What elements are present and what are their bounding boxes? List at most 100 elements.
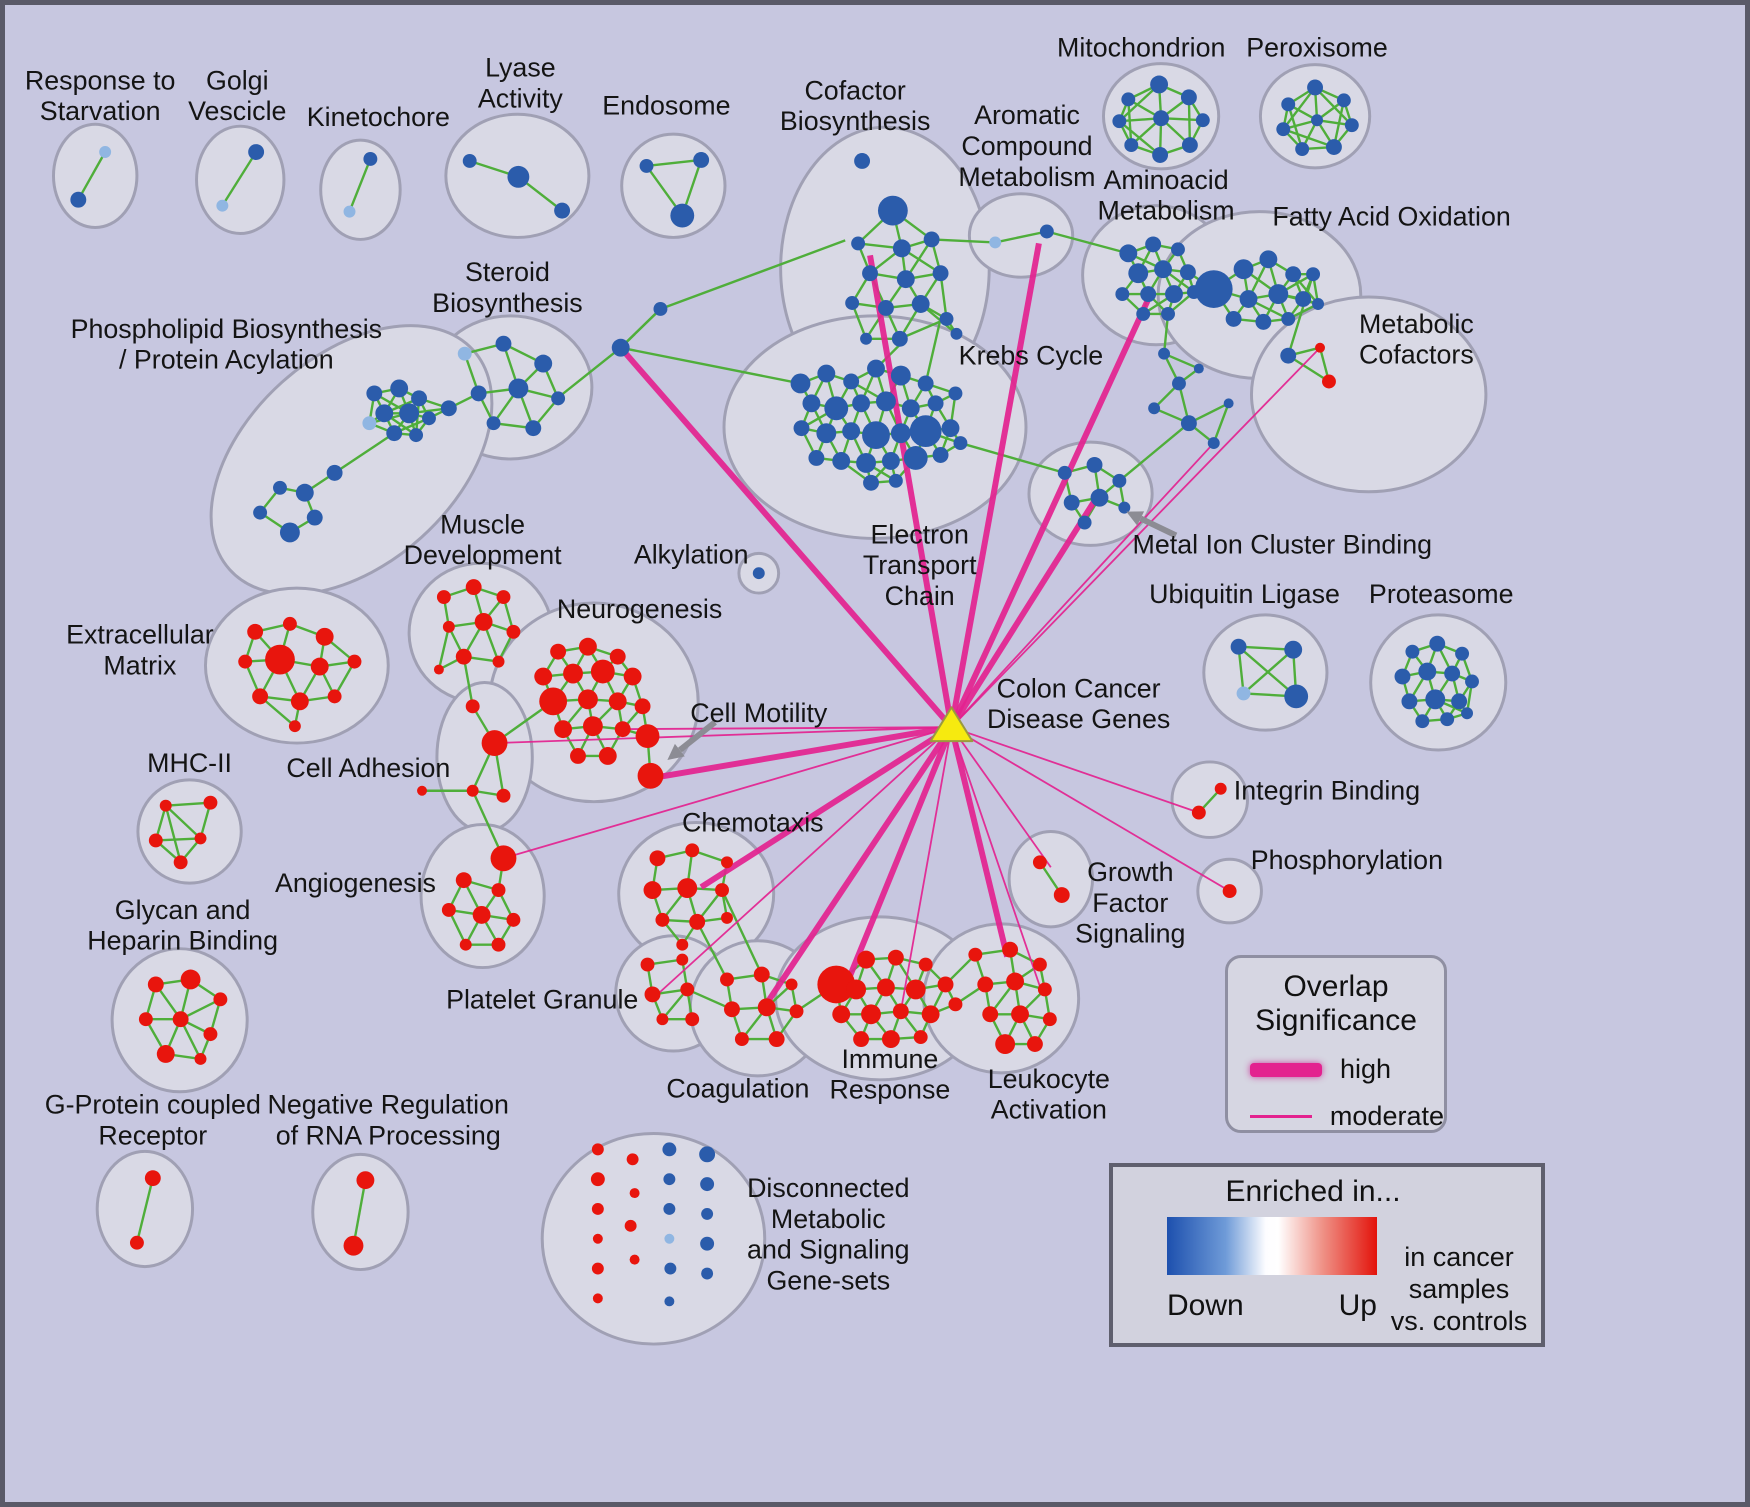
gene-set-node-krebs-etc[interactable] bbox=[953, 436, 968, 451]
gene-set-node-cofactor-biosynthesis[interactable] bbox=[932, 265, 949, 282]
gene-set-node-cell-adhesion[interactable] bbox=[466, 784, 479, 797]
gene-set-node-negative-regulation-rna[interactable] bbox=[356, 1171, 375, 1190]
gene-set-node-neurogenesis[interactable] bbox=[623, 667, 642, 686]
gene-set-node-krebs-etc[interactable] bbox=[817, 364, 836, 383]
gene-set-node-krebs-etc[interactable] bbox=[863, 474, 879, 491]
gene-set-node-mitochondrion[interactable] bbox=[1181, 137, 1198, 154]
gene-set-node-cell-adhesion[interactable] bbox=[481, 730, 508, 756]
gene-set-node-coagulation[interactable] bbox=[724, 1001, 740, 1018]
gene-set-node-aminoacid-metabolism[interactable] bbox=[1165, 285, 1183, 304]
gene-set-node-muscle-development[interactable] bbox=[492, 655, 505, 668]
gene-set-node-metal-ion-cluster-binding[interactable] bbox=[1057, 465, 1072, 480]
gene-set-node-aminoacid-metabolism[interactable] bbox=[1145, 236, 1162, 253]
gene-set-node-cell-adhesion[interactable] bbox=[465, 699, 480, 714]
gene-set-node-angiogenesis[interactable] bbox=[459, 938, 472, 951]
gene-set-node-krebs-etc[interactable] bbox=[867, 359, 885, 378]
gene-set-node-chemotaxis[interactable] bbox=[649, 850, 666, 867]
gene-set-node-aminoacid-metabolism[interactable] bbox=[1115, 287, 1130, 302]
gene-set-node-phospholipid-acylation[interactable] bbox=[295, 483, 314, 502]
gene-set-node-phospholipid-acylation[interactable] bbox=[306, 509, 323, 526]
gene-set-node-immune-response[interactable] bbox=[817, 965, 856, 1004]
gene-set-node-cofactor-biosynthesis[interactable] bbox=[892, 239, 911, 258]
gene-set-node-phospholipid-acylation[interactable] bbox=[386, 425, 403, 442]
gene-set-node-disconnected-gene-sets[interactable] bbox=[591, 1262, 604, 1275]
gene-set-node-metal-ion-cluster-binding[interactable] bbox=[1090, 488, 1109, 507]
gene-set-node-extracellular-matrix[interactable] bbox=[310, 657, 329, 676]
gene-set-node-aromatic-compound-metabolism[interactable] bbox=[1039, 224, 1054, 239]
gene-set-node-growth-factor-signaling[interactable] bbox=[1032, 855, 1047, 870]
gene-set-node-peroxisome[interactable] bbox=[1311, 114, 1324, 127]
gene-set-node-neurogenesis[interactable] bbox=[550, 643, 567, 660]
gene-set-node-disconnected-gene-sets[interactable] bbox=[592, 1233, 603, 1244]
gene-set-node-glycan-heparin-binding[interactable] bbox=[172, 1011, 189, 1028]
gene-set-node-extracellular-matrix[interactable] bbox=[265, 644, 295, 675]
gene-set-node-phospholipid-acylation[interactable] bbox=[253, 505, 268, 520]
gene-set-node-neurogenesis[interactable] bbox=[578, 637, 597, 656]
gene-set-node-neurogenesis[interactable] bbox=[590, 659, 615, 684]
gene-set-node-mhc-ii[interactable] bbox=[159, 799, 172, 812]
gene-set-node-krebs-etc[interactable] bbox=[927, 395, 944, 412]
gene-set-node-leukocyte-activation[interactable] bbox=[1011, 1005, 1029, 1024]
gene-set-node-disconnected-gene-sets[interactable] bbox=[624, 1219, 637, 1232]
gene-set-node-response-starvation[interactable] bbox=[99, 146, 112, 158]
gene-set-node-bridge-nodes[interactable] bbox=[611, 338, 630, 357]
gene-set-node-immune-response[interactable] bbox=[881, 1030, 900, 1049]
gene-set-node-phospholipid-acylation[interactable] bbox=[362, 416, 377, 431]
gene-set-node-leukocyte-activation[interactable] bbox=[995, 1034, 1016, 1054]
gene-set-node-phospholipid-acylation[interactable] bbox=[366, 385, 383, 402]
gene-set-node-cofactor-biosynthesis[interactable] bbox=[851, 236, 866, 251]
gene-set-node-immune-response[interactable] bbox=[887, 949, 904, 966]
gene-set-node-fatty-acid-oxidation[interactable] bbox=[1312, 298, 1325, 310]
gene-set-node-mitochondrion[interactable] bbox=[1150, 75, 1169, 94]
gene-set-node-krebs-etc[interactable] bbox=[808, 450, 825, 466]
gene-set-node-leukocyte-activation[interactable] bbox=[1026, 1036, 1043, 1053]
gene-set-node-krebs-etc[interactable] bbox=[941, 419, 960, 438]
gene-set-node-immune-response[interactable] bbox=[892, 1003, 909, 1020]
gene-set-node-neurogenesis[interactable] bbox=[598, 747, 617, 765]
gene-set-node-fatty-acid-oxidation[interactable] bbox=[1233, 259, 1254, 280]
gene-set-node-disconnected-gene-sets[interactable] bbox=[664, 1262, 677, 1275]
gene-set-node-immune-response[interactable] bbox=[857, 950, 875, 969]
gene-set-node-negative-regulation-rna[interactable] bbox=[343, 1235, 364, 1256]
gene-set-node-extracellular-matrix[interactable] bbox=[247, 623, 264, 640]
gene-set-node-g-protein-coupled-receptor[interactable] bbox=[129, 1235, 144, 1250]
gene-set-node-peroxisome[interactable] bbox=[1281, 97, 1296, 112]
gene-set-node-mhc-ii[interactable] bbox=[148, 833, 163, 848]
gene-set-node-fatty-acid-oxidation[interactable] bbox=[1285, 266, 1302, 283]
gene-set-node-fatty-acid-oxidation[interactable] bbox=[1306, 267, 1321, 282]
gene-set-node-scatter-metabolic[interactable] bbox=[1148, 402, 1161, 415]
gene-set-node-ubiquitin-ligase[interactable] bbox=[1230, 638, 1247, 655]
gene-set-node-krebs-etc[interactable] bbox=[901, 399, 920, 418]
gene-set-node-immune-response[interactable] bbox=[846, 979, 867, 1000]
gene-set-node-mhc-ii[interactable] bbox=[194, 832, 207, 845]
gene-set-node-angiogenesis[interactable] bbox=[490, 845, 517, 872]
gene-set-node-krebs-etc[interactable] bbox=[932, 447, 949, 463]
gene-set-node-alkylation[interactable] bbox=[752, 567, 765, 580]
gene-set-node-proteasome[interactable] bbox=[1444, 665, 1461, 682]
gene-set-node-coagulation[interactable] bbox=[757, 998, 776, 1017]
gene-set-node-mitochondrion[interactable] bbox=[1195, 113, 1210, 128]
gene-set-node-disconnected-gene-sets[interactable] bbox=[664, 1296, 675, 1307]
gene-set-node-glycan-heparin-binding[interactable] bbox=[138, 1012, 153, 1027]
gene-set-node-krebs-etc[interactable] bbox=[909, 415, 942, 448]
gene-set-node-g-protein-coupled-receptor[interactable] bbox=[144, 1170, 161, 1187]
gene-set-node-mitochondrion[interactable] bbox=[1112, 114, 1127, 129]
gene-set-node-neurogenesis[interactable] bbox=[577, 689, 598, 710]
gene-set-node-cofactor-biosynthesis[interactable] bbox=[877, 195, 908, 226]
gene-set-node-krebs-etc[interactable] bbox=[881, 452, 900, 470]
gene-set-node-fatty-acid-oxidation[interactable] bbox=[1281, 311, 1296, 326]
gene-set-node-peroxisome[interactable] bbox=[1295, 142, 1310, 156]
gene-set-node-ubiquitin-ligase[interactable] bbox=[1284, 640, 1303, 659]
gene-set-node-platelet-granule[interactable] bbox=[644, 986, 661, 1003]
gene-set-node-phospholipid-acylation[interactable] bbox=[375, 404, 394, 423]
gene-set-node-metal-ion-cluster-binding[interactable] bbox=[1112, 473, 1127, 488]
gene-set-node-metal-ion-cluster-binding[interactable] bbox=[1086, 456, 1103, 473]
gene-set-node-endosome[interactable] bbox=[670, 203, 695, 228]
gene-set-node-chemotaxis[interactable] bbox=[715, 883, 729, 898]
gene-set-node-phospholipid-acylation[interactable] bbox=[411, 390, 427, 407]
gene-set-node-disconnected-gene-sets[interactable] bbox=[591, 1202, 604, 1215]
gene-set-node-angiogenesis[interactable] bbox=[506, 912, 521, 927]
gene-set-node-disconnected-gene-sets[interactable] bbox=[700, 1236, 715, 1251]
gene-set-node-leukocyte-activation[interactable] bbox=[977, 976, 994, 993]
gene-set-node-krebs-etc[interactable] bbox=[948, 386, 963, 401]
